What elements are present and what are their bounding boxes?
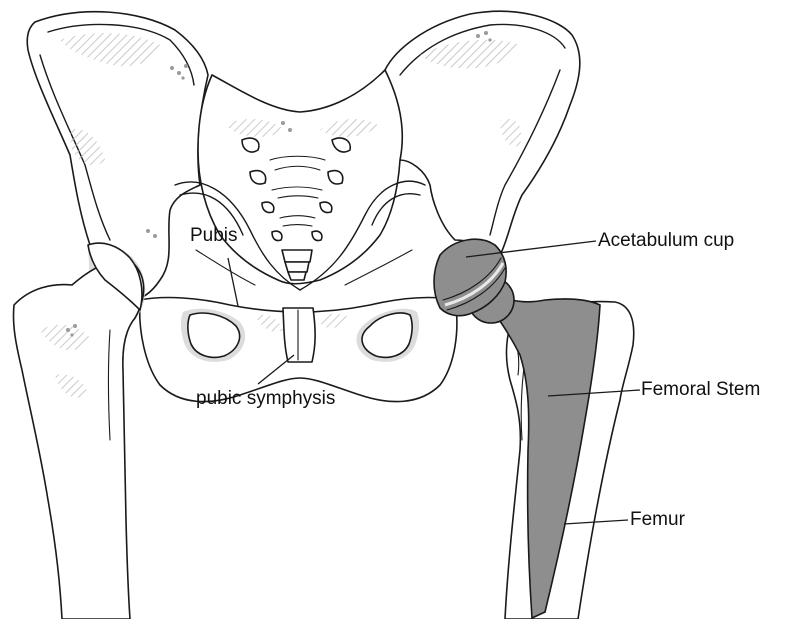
acetabulum-cup-label: Acetabulum cup xyxy=(598,230,734,251)
left-femur xyxy=(13,243,145,619)
pubic-symphysis-label: pubic symphysis xyxy=(196,388,335,409)
femur-label: Femur xyxy=(630,509,686,530)
pubic-region xyxy=(140,298,457,402)
pubis-label: Pubis xyxy=(190,225,238,246)
sacrum xyxy=(198,70,402,284)
right-ilium xyxy=(385,11,580,255)
pubis-leader xyxy=(228,258,238,306)
femoral-stem-label: Femoral Stem xyxy=(641,379,760,400)
